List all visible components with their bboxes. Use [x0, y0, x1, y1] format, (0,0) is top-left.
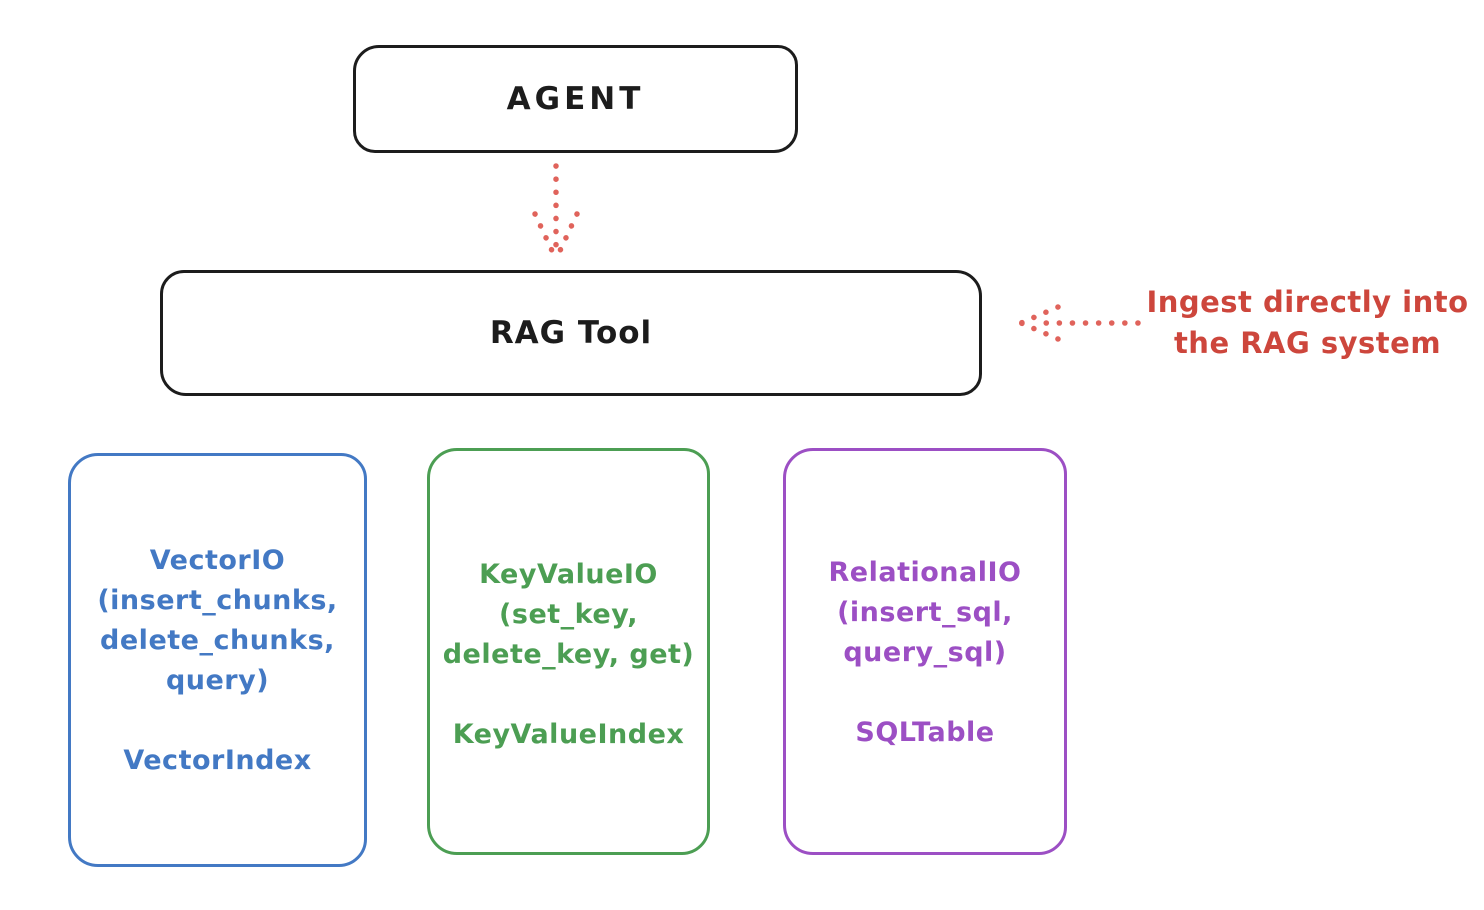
io-box-line: delete_chunks,	[100, 625, 335, 656]
io-box-line: RelationalIO	[828, 557, 1022, 588]
relational-io-box-content: RelationalIO (insert_sql, query_sql) SQL…	[786, 553, 1064, 753]
agent-box: AGENT	[353, 45, 798, 153]
io-box-line: query)	[165, 665, 270, 696]
annotation-line-1: Ingest directly into	[1146, 285, 1469, 319]
io-box-line: delete_key, get)	[442, 639, 695, 670]
keyvalue-io-box-content: KeyValueIO (set_key, delete_key, get) Ke…	[430, 555, 707, 755]
relational-io-box: RelationalIO (insert_sql, query_sql) SQL…	[783, 448, 1067, 855]
agent-box-label: AGENT	[506, 81, 645, 117]
agent-to-rag-dotted-arrow-icon	[532, 163, 580, 258]
annotation-line-2: the RAG system	[1173, 326, 1442, 360]
line-gap	[430, 675, 707, 715]
vector-io-box-content: VectorIO (insert_chunks, delete_chunks, …	[71, 541, 364, 781]
io-box-line: query_sql)	[843, 637, 1007, 668]
io-box-line: KeyValueIO	[479, 559, 658, 590]
io-box-line: VectorIO	[149, 545, 286, 576]
line-gap	[786, 673, 1064, 713]
vector-io-box: VectorIO (insert_chunks, delete_chunks, …	[68, 453, 367, 867]
io-box-footer: VectorIndex	[123, 745, 312, 776]
io-box-footer: SQLTable	[855, 717, 995, 748]
io-box-footer: KeyValueIndex	[452, 719, 685, 750]
io-box-line: (insert_sql,	[837, 597, 1013, 628]
keyvalue-io-box: KeyValueIO (set_key, delete_key, get) Ke…	[427, 448, 710, 855]
io-box-line: (set_key,	[499, 599, 638, 630]
rag-tool-box-label: RAG Tool	[489, 315, 653, 351]
io-box-line: (insert_chunks,	[97, 585, 338, 616]
annotation-dotted-arrow-icon	[1018, 304, 1141, 342]
line-gap	[71, 701, 364, 741]
annotation-text: Ingest directly into the RAG system	[1135, 282, 1480, 364]
rag-tool-box: RAG Tool	[160, 270, 982, 396]
